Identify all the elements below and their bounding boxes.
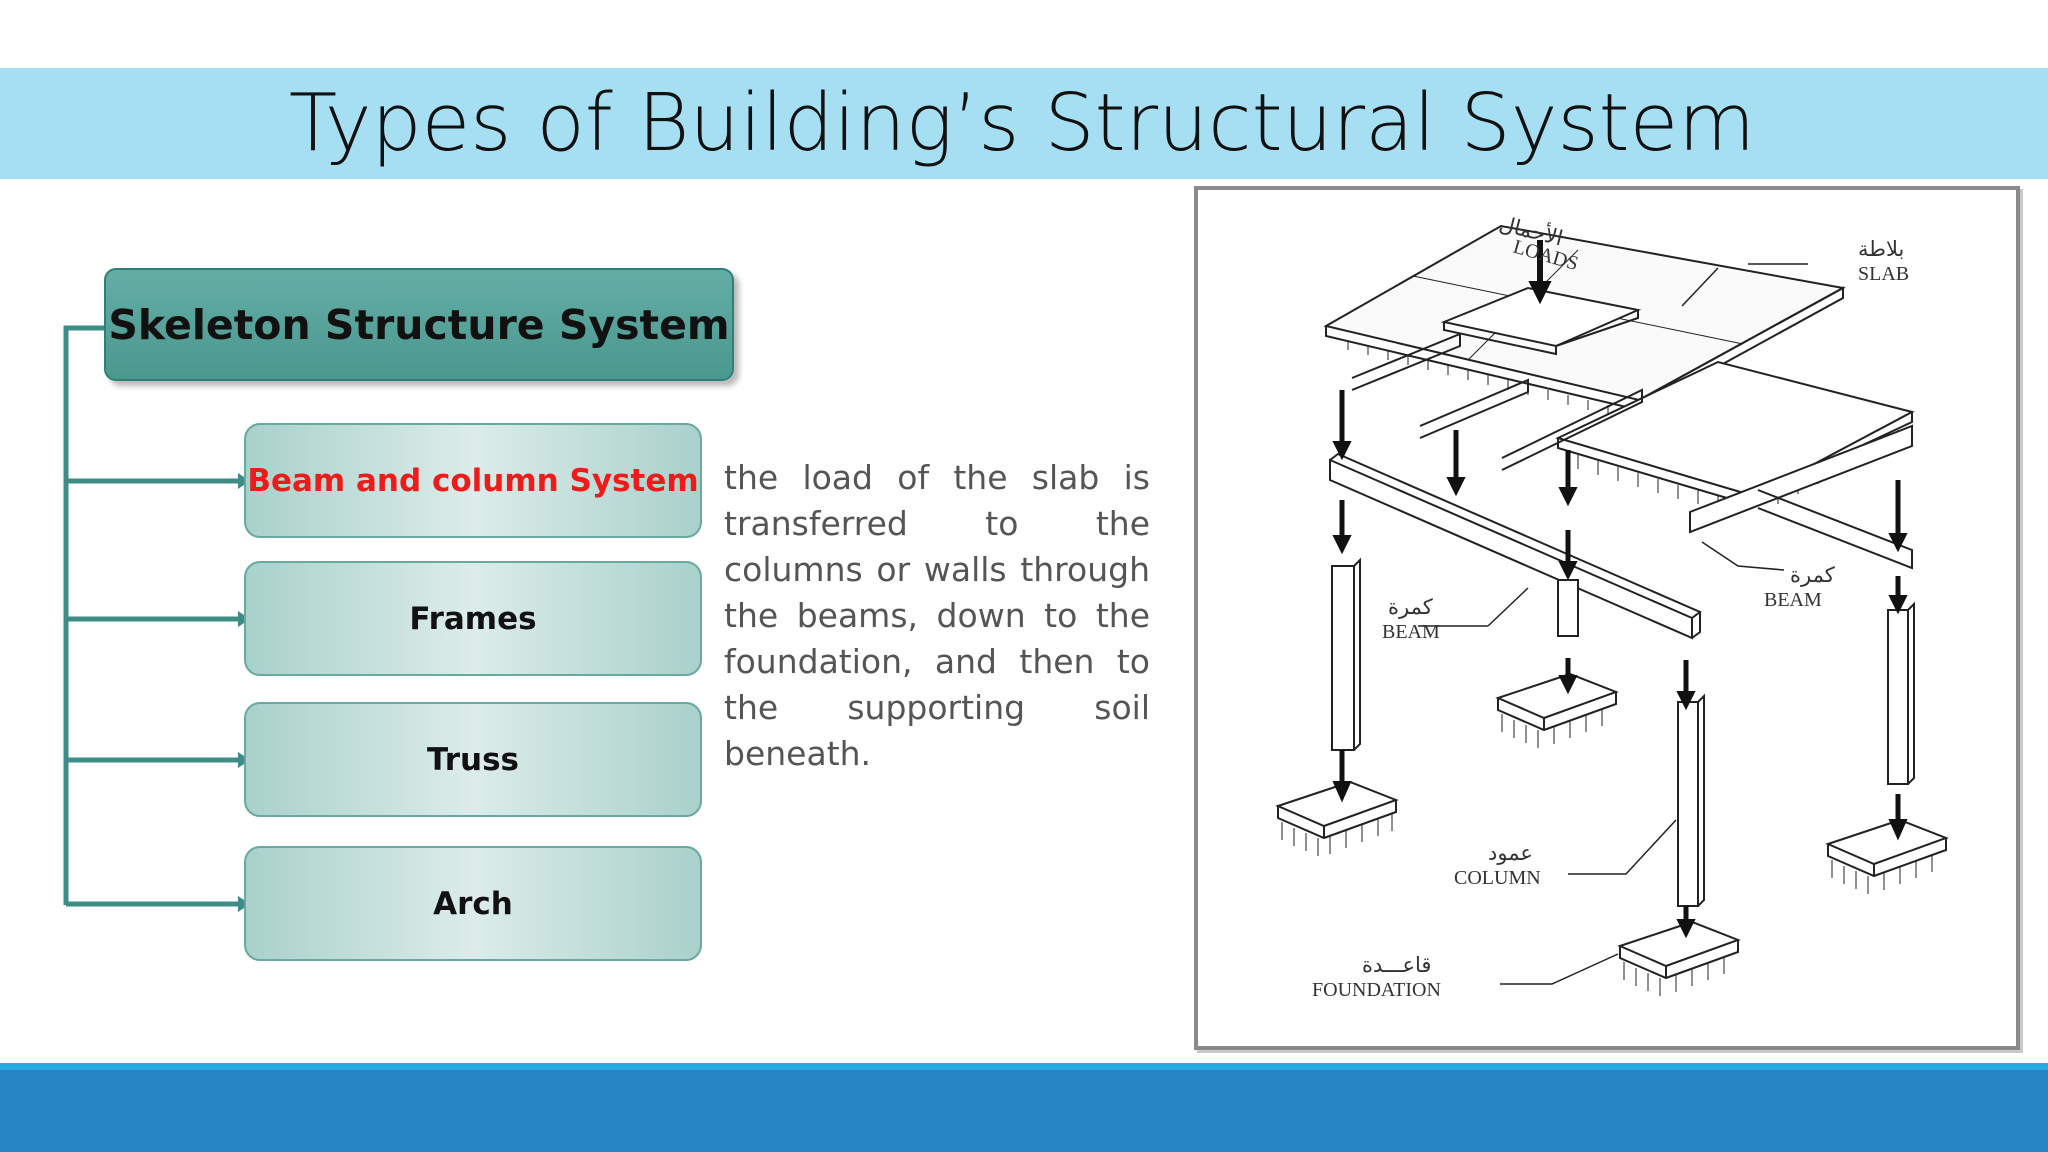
skeleton-structure-box: Skeleton Structure System — [104, 268, 734, 381]
slab-label: SLAB — [1858, 263, 1909, 285]
sub-box-truss[interactable]: Truss — [244, 702, 702, 817]
structure-figure: الأحمال LOADS بلاطة SLAB كمرة BEAM كمرة … — [1194, 186, 2020, 1050]
main-category-label: Skeleton Structure System — [108, 300, 730, 349]
sub-box-label: Beam and column System — [247, 462, 699, 499]
sub-box-arch[interactable]: Arch — [244, 846, 702, 961]
column-label: COLUMN — [1454, 867, 1541, 889]
beam-right-ar-label: كمرة — [1790, 563, 1835, 587]
beam-left-ar-label: كمرة — [1388, 595, 1433, 619]
footer-bar — [0, 1070, 2048, 1152]
sub-box-label: Truss — [426, 741, 519, 778]
sub-box-beam-column[interactable]: Beam and column System — [244, 423, 702, 538]
beam-left-label: BEAM — [1382, 621, 1440, 643]
title-band — [0, 68, 2048, 179]
sub-box-frames[interactable]: Frames — [244, 561, 702, 676]
tree-connector — [63, 325, 250, 912]
description-text: the load of the slab is transferred to t… — [724, 458, 1150, 773]
foundation-ar-label: قاعـــدة — [1362, 953, 1431, 977]
foundation-label: FOUNDATION — [1312, 979, 1441, 1001]
sub-box-label: Arch — [433, 885, 513, 922]
slab-ar-label: بلاطة — [1858, 237, 1904, 261]
column-ar-label: عمود — [1488, 841, 1533, 865]
slide-title: Types of Building’s Structural System — [288, 77, 1756, 169]
structure-drawing: الأحمال LOADS بلاطة SLAB كمرة BEAM كمرة … — [1275, 211, 1949, 1001]
sub-box-label: Frames — [409, 600, 537, 637]
beam-right-label: BEAM — [1764, 589, 1822, 611]
footer-accent-line — [0, 1063, 2048, 1070]
